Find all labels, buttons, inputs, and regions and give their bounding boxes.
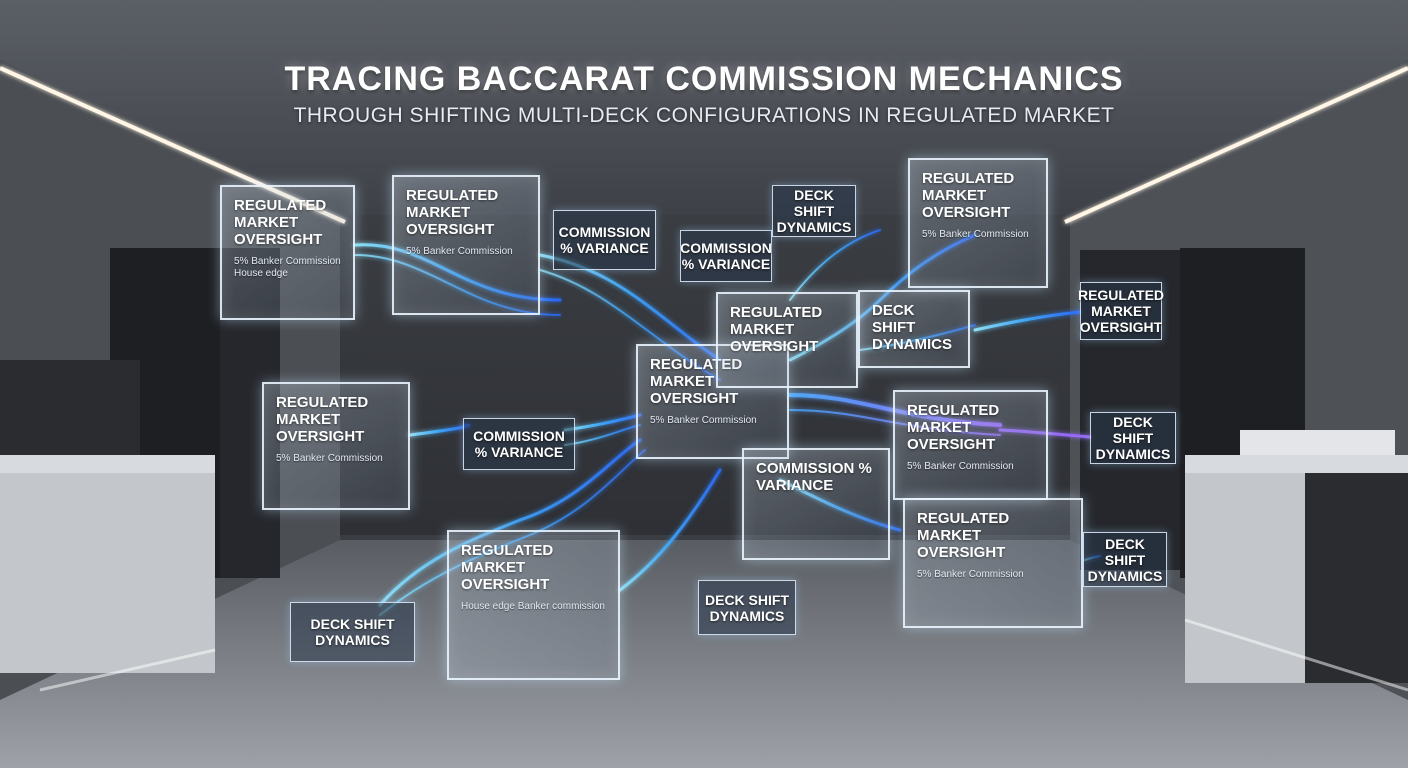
cube-oversight-8: REGULATED MARKET OVERSIGHT 5% Banker Com… [903,498,1083,628]
cube-oversight-center: REGULATED MARKET OVERSIGHT 5% Banker Com… [636,344,789,459]
cube-oversight-5: REGULATED MARKET OVERSIGHT [716,292,858,388]
tag-deck-shift-5: DECK SHIFT DYNAMICS [698,580,796,635]
cube-note: 5% Banker Commission [907,461,1014,472]
cube-note: 5% Banker Commission House edge [234,256,341,279]
cube-title: REGULATED MARKET OVERSIGHT [276,394,369,445]
cube-title: REGULATED MARKET OVERSIGHT [650,356,743,407]
tag-variance-3: COMMISSION % VARIANCE [463,418,575,470]
cube-title: REGULATED MARKET OVERSIGHT [907,402,1000,453]
tag-variance-2: COMMISSION % VARIANCE [680,230,772,282]
tag-variance-1: COMMISSION % VARIANCE [553,210,656,270]
cube-oversight-4: REGULATED MARKET OVERSIGHT House edge Ba… [447,530,620,680]
cube-note: 5% Banker Commission [922,229,1029,240]
tag-deck-shift-3: DECK SHIFT DYNAMICS [1083,532,1167,587]
cube-title: REGULATED MARKET OVERSIGHT [730,304,823,355]
cube-note: 5% Banker Commission [406,246,513,257]
cube-oversight-7: REGULATED MARKET OVERSIGHT 5% Banker Com… [893,390,1048,500]
tag-deck-shift-4: DECK SHIFT DYNAMICS [290,602,415,662]
cube-note: 5% Banker Commission [650,415,757,426]
cube-title: REGULATED MARKET OVERSIGHT [461,542,554,593]
cube-title: REGULATED MARKET OVERSIGHT [234,197,327,248]
cube-note: 5% Banker Commission [276,453,383,464]
cube-oversight-1: REGULATED MARKET OVERSIGHT 5% Banker Com… [220,185,355,320]
cube-title: REGULATED MARKET OVERSIGHT [922,170,1015,221]
cube-variance: COMMISSION % VARIANCE [742,448,890,560]
cube-title: REGULATED MARKET OVERSIGHT [406,187,499,238]
tag-deck-shift-2: DECK SHIFT DYNAMICS [1090,412,1176,464]
tag-deck-shift-1: DECK SHIFT DYNAMICS [772,185,856,237]
cube-oversight-2: REGULATED MARKET OVERSIGHT 5% Banker Com… [392,175,540,315]
tag-oversight-right: REGULATED MARKET OVERSIGHT [1078,282,1164,340]
page-subtitle: THROUGH SHIFTING MULTI-DECK CONFIGURATIO… [293,104,1115,127]
cube-title: DECK SHIFT DYNAMICS [872,302,953,353]
cube-oversight-6: REGULATED MARKET OVERSIGHT 5% Banker Com… [908,158,1048,288]
cube-note: 5% Banker Commission [917,569,1024,580]
page-title: TRACING BACCARAT COMMISSION MECHANICS [284,60,1124,98]
cube-title: REGULATED MARKET OVERSIGHT [917,510,1010,561]
cube-note: House edge Banker commission [461,601,605,612]
cube-title: COMMISSION % VARIANCE [756,460,872,494]
cube-oversight-3: REGULATED MARKET OVERSIGHT 5% Banker Com… [262,382,410,510]
cube-deck-shift: DECK SHIFT DYNAMICS [858,290,970,368]
